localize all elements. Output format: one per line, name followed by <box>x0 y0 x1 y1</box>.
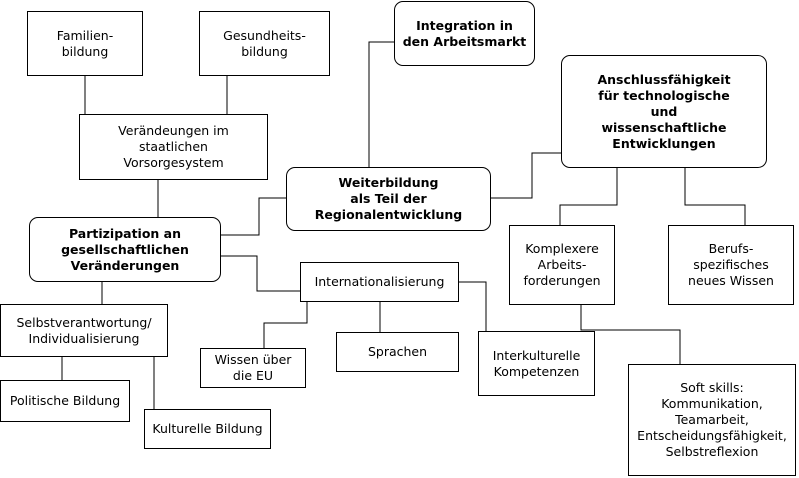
node-anschlussfaehigkeit: Anschlussfähigkeit für technologische un… <box>561 55 767 168</box>
node-internationalisierung: Internationalisierung <box>300 262 459 302</box>
line-partizipation-internationalisierung <box>221 255 300 292</box>
node-komplexere-arbeitsforderungen: Komplexere Arbeits- forderungen <box>509 225 615 305</box>
line-weiterbildung-anschluss <box>491 152 562 199</box>
line-komplexere-softskills <box>580 305 681 364</box>
node-integration: Integration in den Arbeitsmarkt <box>394 1 535 66</box>
line-anschluss-komplexere <box>559 168 618 225</box>
node-veraenderungen: Verändeungen im staatlichen Vorsorgesyst… <box>79 114 268 180</box>
line-internationalisierung-interkulturelle <box>459 281 487 331</box>
node-kulturelle-bildung: Kulturelle Bildung <box>144 409 271 449</box>
node-interkulturelle-kompetenzen: Interkulturelle Kompetenzen <box>478 331 595 396</box>
node-soft-skills: Soft skills: Kommunikation, Teamarbeit, … <box>628 364 796 476</box>
node-selbstverantwortung: Selbstverantwortung/ Individualisierung <box>0 304 168 357</box>
node-politische-bildung: Politische Bildung <box>0 380 130 422</box>
node-wissen-eu: Wissen über die EU <box>200 348 306 388</box>
line-anschluss-berufsspezifisch <box>684 168 746 225</box>
line-internationalisierung-wissen <box>263 301 308 348</box>
node-sprachen: Sprachen <box>336 332 459 372</box>
line-integration-weiterbildung <box>368 41 400 167</box>
node-partizipation: Partizipation an gesellschaftlichen Verä… <box>29 217 221 282</box>
line-weiterbildung-partizipation <box>221 197 286 236</box>
node-weiterbildung: Weiterbildung als Teil der Regionalentwi… <box>286 167 491 231</box>
node-gesundheitsbildung: Gesundheits- bildung <box>199 11 330 76</box>
node-familienbildung: Familien- bildung <box>27 11 143 76</box>
node-berufsspezifisches-wissen: Berufs- spezifisches neues Wissen <box>668 225 794 305</box>
